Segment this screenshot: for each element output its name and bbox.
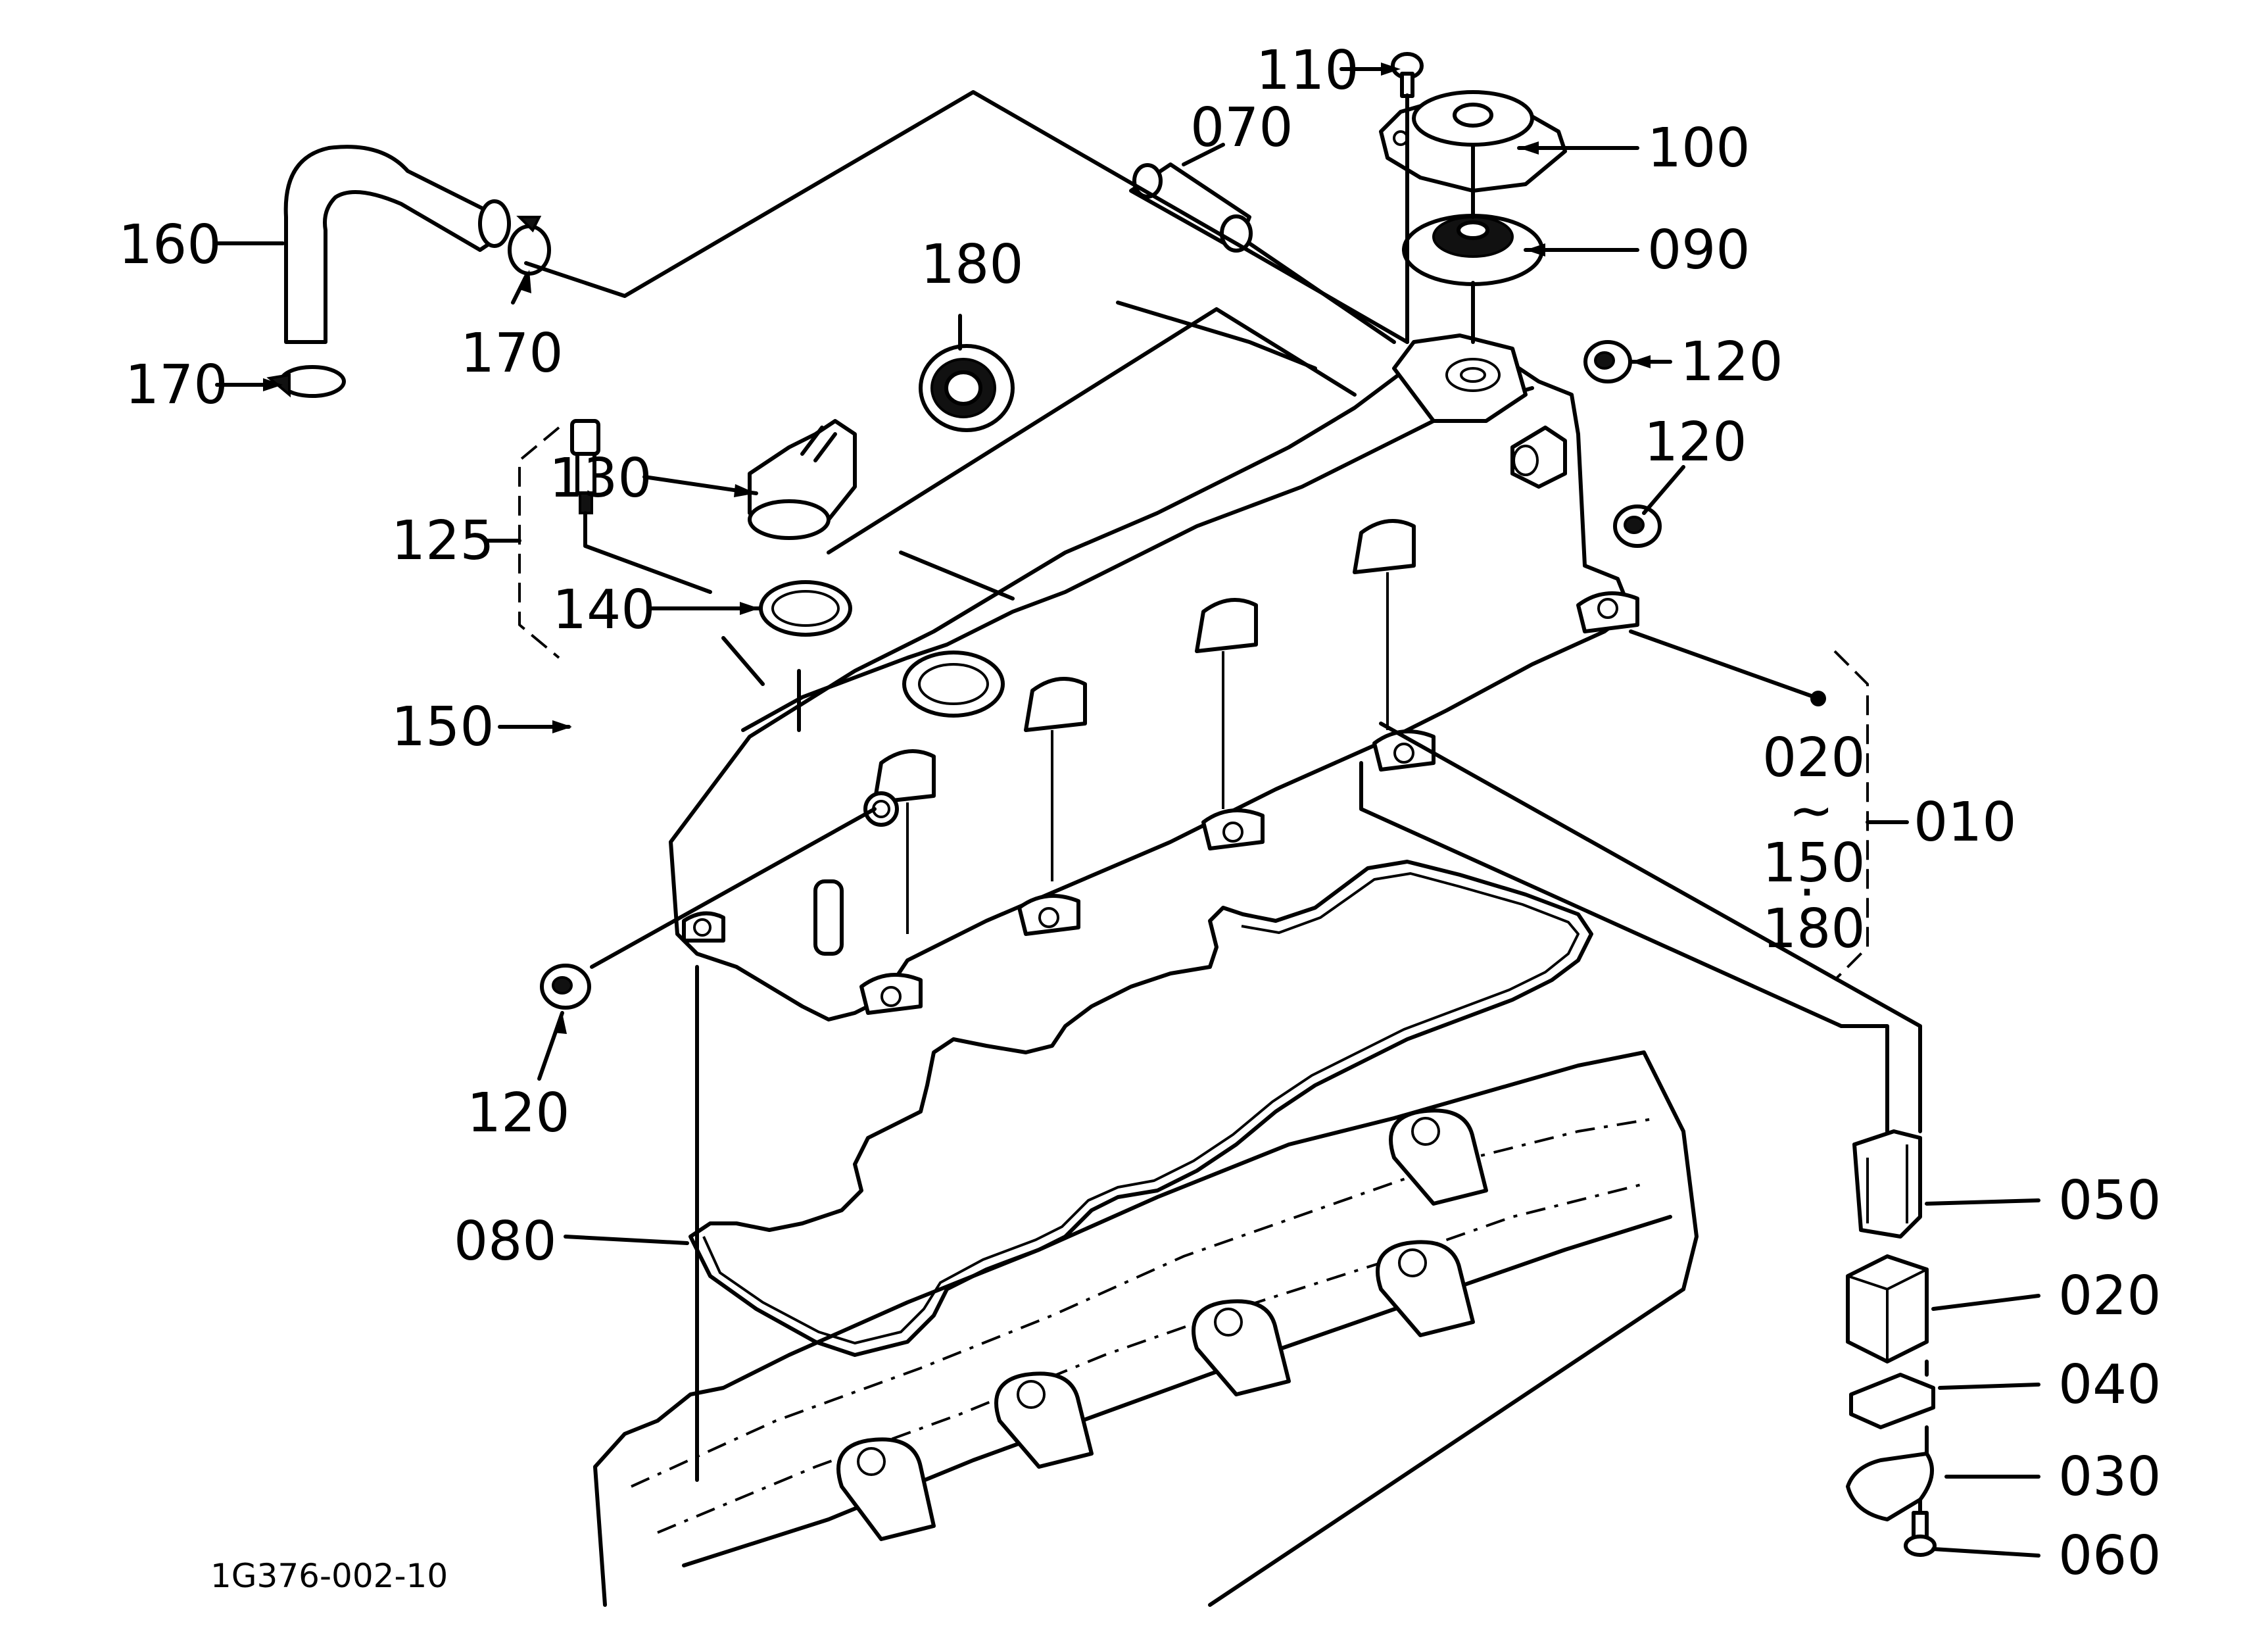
callout-120-c: 120 bbox=[467, 1082, 570, 1144]
head-port-2 bbox=[994, 1371, 1094, 1469]
callout-090: 090 bbox=[1647, 219, 1750, 282]
callout-160: 160 bbox=[118, 214, 222, 276]
head-port-5 bbox=[1389, 1108, 1488, 1206]
callout-050: 050 bbox=[2058, 1169, 2161, 1232]
callout-140: 140 bbox=[552, 579, 656, 641]
callout-130: 130 bbox=[549, 447, 652, 510]
callout-060: 060 bbox=[2058, 1525, 2161, 1587]
callout-010: 010 bbox=[1914, 791, 2017, 854]
callout-arrows bbox=[263, 62, 1651, 1034]
callout-120-a: 120 bbox=[1680, 331, 1783, 393]
clamp bbox=[1846, 1452, 1934, 1521]
head-port-4 bbox=[1376, 1240, 1475, 1337]
plate bbox=[1849, 1373, 1935, 1429]
screw bbox=[1391, 52, 1424, 98]
rubber-grommet-1 bbox=[1583, 340, 1632, 383]
figure-code: 1G376-002-10 bbox=[210, 1557, 448, 1595]
cylinder-head-cover bbox=[669, 333, 1639, 1021]
callout-180: 180 bbox=[921, 234, 1024, 296]
callout-125: 125 bbox=[391, 510, 495, 572]
hose-joint-bolt bbox=[570, 419, 600, 514]
assembly-lines bbox=[524, 90, 1929, 1515]
breather-valve bbox=[1402, 214, 1544, 286]
callout-120-b: 120 bbox=[1644, 411, 1747, 474]
head-cover-gasket bbox=[688, 860, 1593, 1357]
callout-040: 040 bbox=[2058, 1354, 2161, 1416]
callout-170-b: 170 bbox=[125, 354, 228, 416]
callout-labels: 110 070 100 090 120 120 180 160 170 170 … bbox=[118, 39, 2161, 1595]
callout-020-range: 020 bbox=[1762, 727, 1866, 789]
callout-180-range: 180 bbox=[1762, 898, 1866, 960]
oil-seal bbox=[919, 344, 1015, 432]
bracket bbox=[1852, 1129, 1922, 1239]
callout-030: 030 bbox=[2058, 1446, 2161, 1508]
rubber-grommet-2 bbox=[1613, 504, 1662, 548]
bolt bbox=[1904, 1511, 1937, 1557]
mount-block bbox=[1846, 1254, 1929, 1364]
range-dot: · bbox=[1798, 862, 1816, 924]
callout-080: 080 bbox=[454, 1210, 557, 1273]
callout-110: 110 bbox=[1256, 39, 1359, 102]
head-port-1 bbox=[836, 1437, 936, 1541]
cylinder-head-outline bbox=[593, 1050, 1699, 1607]
head-port-3 bbox=[1192, 1299, 1291, 1396]
callout-100: 100 bbox=[1647, 117, 1750, 180]
rubber-grommet-3 bbox=[540, 964, 591, 1010]
callout-070: 070 bbox=[1190, 97, 1293, 159]
range-tilde: ~ bbox=[1789, 779, 1834, 842]
oil-filler-cap bbox=[748, 419, 857, 540]
hose-clip-lower bbox=[266, 365, 346, 398]
callout-150: 150 bbox=[391, 696, 495, 758]
callout-170-a: 170 bbox=[460, 322, 564, 385]
callout-150-range: 150 bbox=[1762, 832, 1866, 895]
callout-020: 020 bbox=[2058, 1265, 2161, 1327]
breather-hose bbox=[283, 145, 502, 344]
hose-clip-upper bbox=[508, 216, 551, 276]
